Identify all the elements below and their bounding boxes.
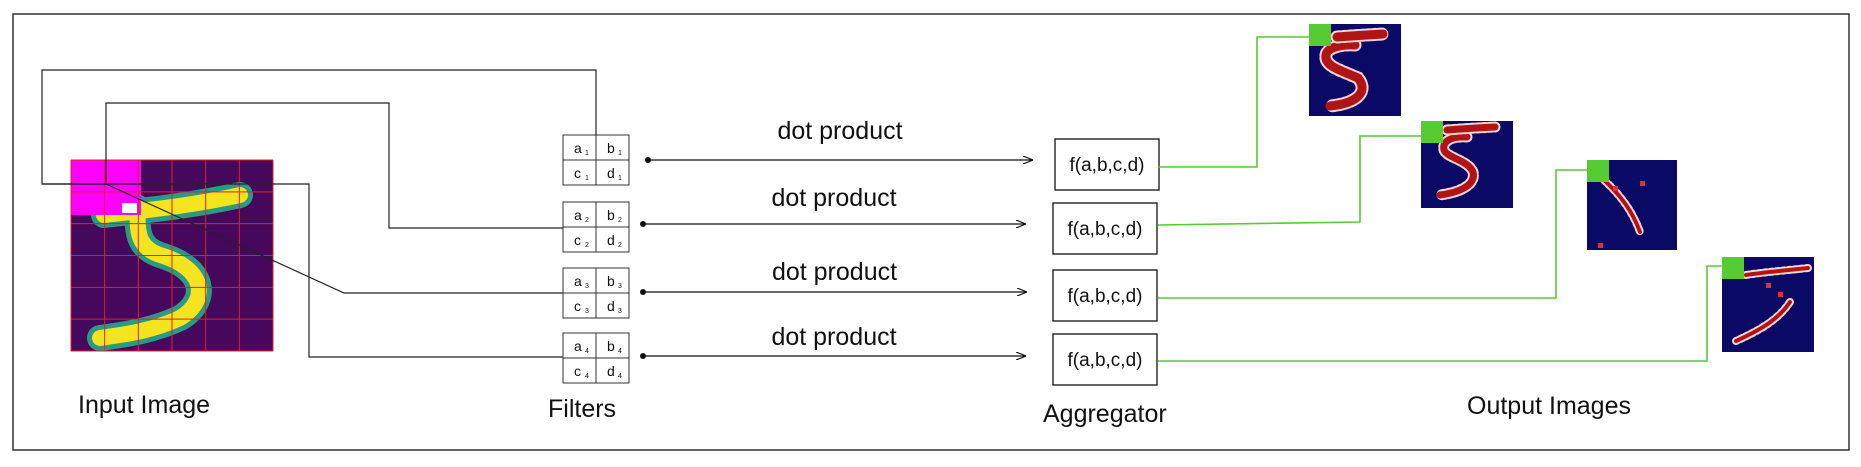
aggregator-box <box>1054 138 1160 191</box>
input-grid <box>70 159 274 352</box>
dot-product-label: dot product <box>771 323 896 351</box>
connector-filter-4 <box>42 183 563 358</box>
filter-weight-index: 1 <box>585 175 589 182</box>
filter-weight-index: 4 <box>585 373 589 380</box>
aggregator-4: f(a,b,c,d) <box>1052 333 1158 386</box>
filter-weight-b: b <box>607 273 615 289</box>
filter-weight-index: 4 <box>585 348 589 355</box>
filter-weight-index: 3 <box>618 283 622 290</box>
filter-weight-index: 4 <box>618 373 622 380</box>
connector-filter-3 <box>105 183 563 294</box>
filter-weight-a: a <box>574 140 582 156</box>
output-stroke <box>1734 300 1792 343</box>
filter-weight-a: a <box>574 273 582 289</box>
digit-core-stroke <box>92 200 207 346</box>
dot-product-label: dot product <box>777 117 902 145</box>
filter-weight-index: 3 <box>585 283 589 290</box>
highlight-white-pixel <box>122 203 137 213</box>
aggregator-2: f(a,b,c,d) <box>1052 202 1158 255</box>
output-pixel <box>1766 283 1771 288</box>
output-image-4 <box>1722 257 1814 352</box>
filter-weight-c: c <box>574 165 581 181</box>
filter-weight-c: c <box>574 298 581 314</box>
dot-product-arrow-1: dot product <box>645 117 1032 163</box>
green-connector-2 <box>1157 135 1422 226</box>
aggregator-column: f(a,b,c,d) f(a,b,c,d) f(a,b,c,d) f(a,b,c,d) <box>1052 138 1160 386</box>
filter-weight-index: 3 <box>585 308 589 315</box>
filter-weight-index: 3 <box>618 308 622 315</box>
input-to-filter-connectors <box>41 69 597 358</box>
filter-weight-d: d <box>607 232 615 248</box>
filter-weight-index: 1 <box>618 175 622 182</box>
filter-weight-b: b <box>607 338 615 354</box>
filter-weight-index: 1 <box>618 150 622 157</box>
dot-product-arrow-4: dot product <box>640 323 1025 359</box>
filter-weight-d: d <box>607 363 615 379</box>
aggregator-to-output-connectors <box>1157 36 1722 362</box>
aggregator-function: f(a,b,c,d) <box>1068 219 1143 240</box>
output-stroke <box>1602 178 1642 234</box>
connector-filter-2 <box>105 102 563 229</box>
filter-weight-c: c <box>574 232 581 248</box>
input-image <box>70 159 274 352</box>
filter-weight-index: 2 <box>585 242 589 249</box>
output-stroke <box>1744 266 1810 277</box>
dot-product-arrow-2: dot product <box>640 184 1025 227</box>
output-image-1 <box>1309 24 1401 116</box>
output-pixel <box>1598 243 1603 248</box>
output-stroke <box>1332 29 1388 42</box>
output-images <box>1309 24 1814 352</box>
green-connector-1 <box>1158 36 1310 168</box>
output-pixel <box>1778 292 1783 297</box>
label-aggregator: Aggregator <box>1043 400 1167 428</box>
filter-weight-d: d <box>607 298 615 314</box>
output-stroke <box>1436 133 1477 199</box>
aggregator-function: f(a,b,c,d) <box>1068 286 1143 307</box>
label-output-images: Output Images <box>1467 392 1631 420</box>
dot-product-arrow-3: dot product <box>640 258 1026 295</box>
output-pixel-marker <box>1309 24 1331 46</box>
label-filters: Filters <box>548 395 616 423</box>
green-connector-3 <box>1158 169 1587 299</box>
filter-weight-index: 2 <box>618 217 622 224</box>
filter-weight-index: 1 <box>585 150 589 157</box>
output-pixel-marker <box>1421 121 1443 143</box>
filter-weight-a: a <box>574 207 582 223</box>
output-image-2 <box>1421 121 1513 208</box>
filter-weight-index: 4 <box>618 348 622 355</box>
output-pixel <box>1613 186 1618 191</box>
diagram-frame <box>12 13 1850 451</box>
aggregator-box <box>1052 333 1158 386</box>
aggregator-function: f(a,b,c,d) <box>1068 350 1143 371</box>
filter-weight-c: c <box>574 363 581 379</box>
output-pixel-marker <box>1587 160 1609 182</box>
dot-product-label: dot product <box>771 184 896 212</box>
filter-weight-b: b <box>607 140 615 156</box>
output-pixel-marker <box>1722 257 1744 279</box>
output-image-3 <box>1587 160 1677 250</box>
filter-weight-a: a <box>574 338 582 354</box>
filter-weight-index: 2 <box>618 242 622 249</box>
aggregator-3: f(a,b,c,d) <box>1052 269 1158 322</box>
filter-weight-d: d <box>607 165 615 181</box>
output-stroke <box>1321 40 1367 111</box>
dot-product-label: dot product <box>772 258 897 286</box>
filter-weight-b: b <box>607 207 615 223</box>
aggregator-box <box>1052 202 1158 255</box>
filter-weight-index: 2 <box>585 217 589 224</box>
green-connector-4 <box>1158 265 1722 362</box>
output-stroke <box>1443 123 1499 134</box>
aggregator-function: f(a,b,c,d) <box>1070 155 1145 176</box>
label-input-image: Input Image <box>78 391 210 419</box>
aggregator-box <box>1052 269 1158 322</box>
dot-product-arrows: dot product dot product dot product dot pro… <box>640 117 1032 359</box>
output-pixel <box>1640 181 1645 186</box>
aggregator-1: f(a,b,c,d) <box>1054 138 1160 191</box>
